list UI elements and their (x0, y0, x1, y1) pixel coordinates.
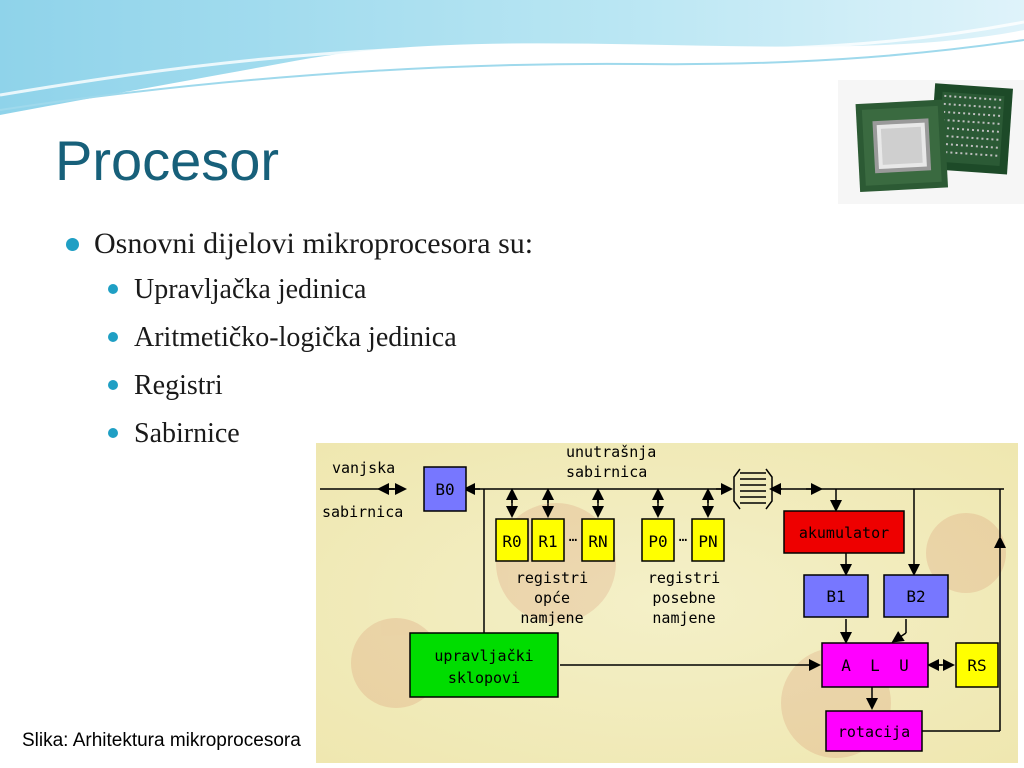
rotation-label: rotacija (838, 723, 910, 741)
rotation-box (825, 710, 923, 752)
bullet-dot-icon (108, 284, 118, 294)
sub-bullet: Aritmetičko-logička jedinica (62, 314, 533, 362)
sp-ellipsis: … (679, 529, 687, 545)
rs-register-box (955, 642, 999, 688)
gp-ellipsis: … (569, 529, 577, 545)
main-bullet: Osnovni dijelovi mikroprocesora su: (62, 222, 533, 266)
p0-label: P0 (648, 532, 667, 551)
b1-label: B1 (826, 587, 845, 606)
content-bullets: Osnovni dijelovi mikroprocesora su: Upra… (62, 222, 533, 458)
rn-label: RN (588, 532, 607, 551)
pn-register-box (691, 518, 725, 562)
bullet-dot-icon (108, 332, 118, 342)
processor-chip-image (838, 80, 1024, 204)
r0-register-box (495, 518, 529, 562)
bus-connector-icon (733, 468, 773, 510)
sub-bullet-text: Sabirnice (134, 418, 240, 449)
r1-register-box (531, 518, 565, 562)
slide-title: Procesor (55, 129, 280, 192)
figure-caption: Slika: Arhitektura mikroprocesora (22, 730, 301, 751)
bullet-dot-icon (108, 428, 118, 438)
p0-register-box (641, 518, 675, 562)
r0-label: R0 (502, 532, 521, 551)
gp-registers-label-1: registri (516, 569, 588, 587)
gp-registers-label-3: namjene (520, 609, 583, 627)
sub-bullet-text: Aritmetičko-logička jedinica (134, 322, 457, 353)
processor-architecture-diagram: vanjska sabirnica unutrašnja sabirnica B… (316, 443, 1018, 763)
header-wave-decoration (0, 0, 1024, 115)
accumulator-box (783, 510, 905, 554)
external-bus-label-1: vanjska (332, 459, 395, 477)
main-bullet-text: Osnovni dijelovi mikroprocesora su: (94, 227, 534, 260)
accumulator-label: akumulator (799, 524, 889, 542)
internal-bus-label-2: sabirnica (566, 463, 647, 481)
pn-label: PN (698, 532, 717, 551)
sp-registers-label-2: posebne (652, 589, 715, 607)
alu-box (821, 642, 929, 688)
b2-label: B2 (906, 587, 925, 606)
control-unit-label-1: upravljački (434, 647, 533, 665)
bullet-dot-icon (66, 238, 79, 251)
sp-registers-label-1: registri (648, 569, 720, 587)
b0-register-box (423, 466, 467, 512)
sp-registers-label-3: namjene (652, 609, 715, 627)
rs-label: RS (967, 656, 986, 675)
sub-bullet: Registri (62, 362, 533, 410)
gp-registers-label-2: opće (534, 589, 570, 607)
alu-label: A L U (841, 656, 908, 675)
sub-bullet: Sabirnice (62, 410, 533, 458)
sub-bullet: Upravljačka jedinica (62, 266, 533, 314)
rn-register-box (581, 518, 615, 562)
control-unit-label-2: sklopovi (448, 669, 520, 687)
sub-bullet-text: Registri (134, 370, 223, 401)
b0-label: B0 (435, 480, 454, 499)
bullet-dot-icon (108, 380, 118, 390)
sub-bullet-text: Upravljačka jedinica (134, 274, 367, 305)
internal-bus-label-1: unutrašnja (566, 443, 656, 461)
control-unit-box (409, 632, 559, 698)
b2-register-box (883, 574, 949, 618)
r1-label: R1 (538, 532, 557, 551)
external-bus-label-2: sabirnica (322, 503, 403, 521)
b1-register-box (803, 574, 869, 618)
